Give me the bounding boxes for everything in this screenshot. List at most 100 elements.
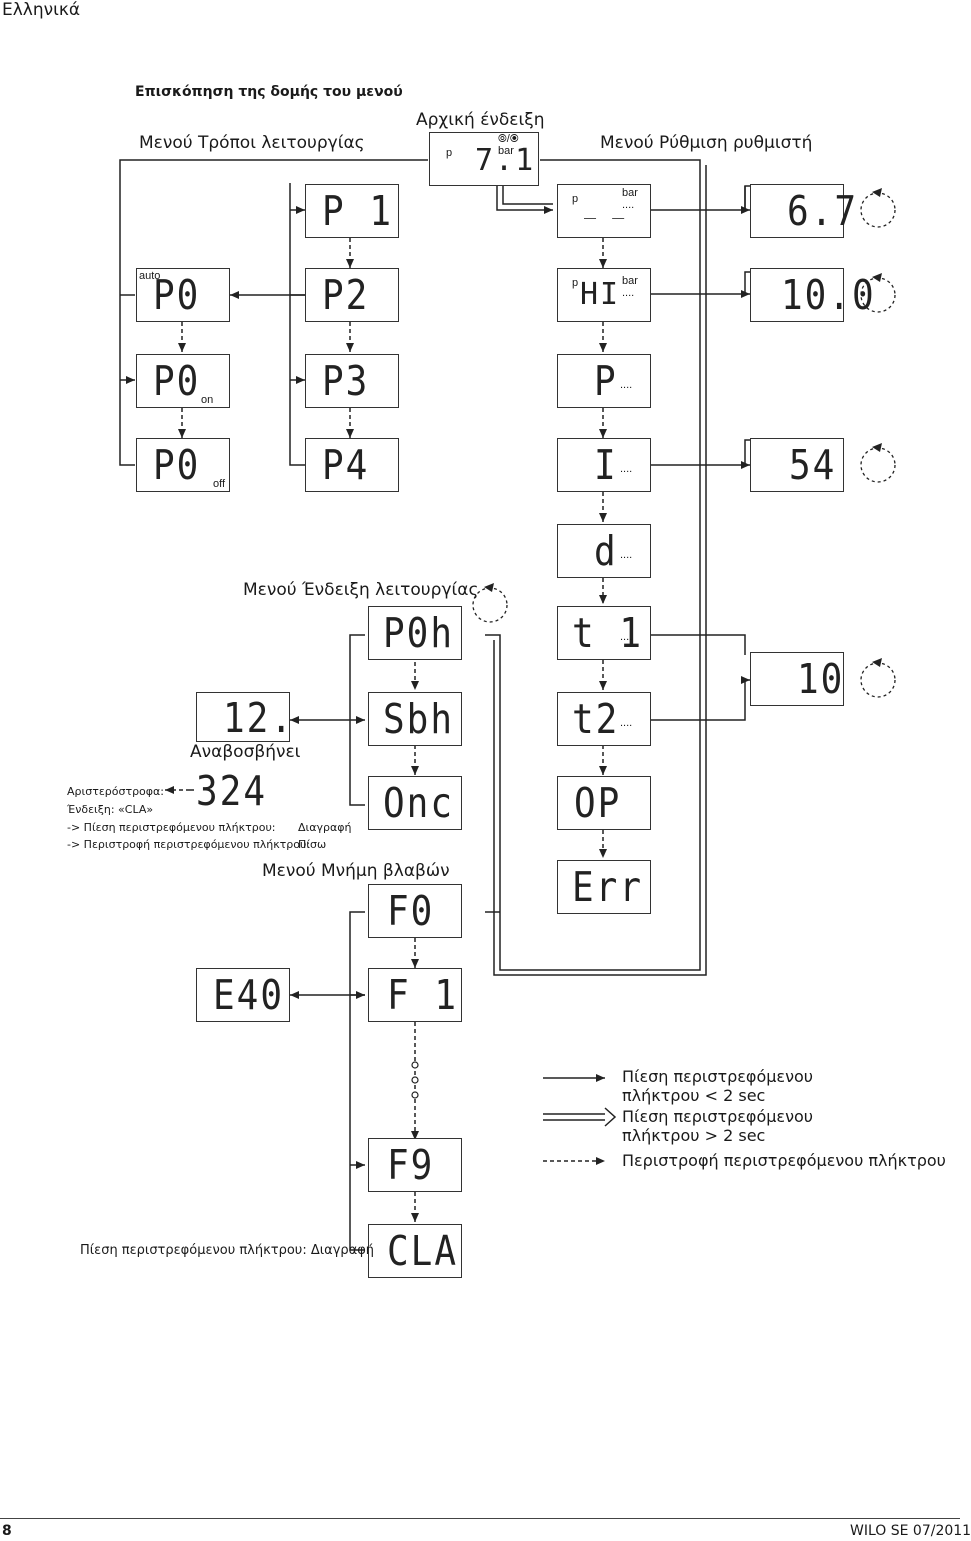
- fault-value: F9: [387, 1142, 435, 1190]
- controller-value: HI: [580, 277, 621, 312]
- mode-box-off: P0 off: [136, 438, 230, 492]
- operation-box-324: 324: [196, 768, 290, 816]
- value-box-10: 10: [750, 652, 844, 706]
- unit-tag: bar: [622, 275, 638, 287]
- pressure-tag: p: [572, 193, 579, 205]
- legend-long-line2: πλήκτρου > 2 sec: [622, 1126, 766, 1145]
- mode-box-p4: P4: [305, 438, 399, 492]
- pump-mode-icon: ⦾/⦿: [498, 133, 519, 145]
- dots: ....: [620, 631, 633, 643]
- operation-box-12: 12.: [196, 692, 292, 742]
- blinks-label: Αναβοσβήνει: [190, 742, 301, 762]
- auto-tag: auto: [139, 270, 161, 282]
- operation-box-p0h: P0h: [368, 606, 462, 660]
- mode-value: P2: [322, 272, 370, 320]
- dots: ....: [620, 379, 633, 391]
- note-rotate-action: Πίσω: [298, 838, 327, 851]
- operation-box-onc: Onc: [368, 776, 462, 830]
- legend-long-line1: Πίεση περιστρεφόμενου: [622, 1107, 814, 1126]
- initial-value: 7.1: [475, 143, 536, 178]
- note-rotate-line: -> Περιστροφή περιστρεφόμενου πλήκτρου:: [67, 838, 311, 851]
- label-operating-modes: Μενού Τρόποι λειτουργίας: [139, 133, 365, 153]
- controller-value: I: [594, 442, 618, 490]
- controller-box-err: Err: [557, 860, 651, 914]
- value-box-54: 54: [750, 438, 844, 492]
- mode-box-p2: P2: [305, 268, 399, 322]
- legend-rotate: Περιστροφή περιστρεφόμενου πλήκτρου: [622, 1151, 946, 1170]
- page-header: Ελληνικά: [2, 0, 81, 20]
- mode-box-on: P0 on: [136, 354, 230, 408]
- legend-short-line1: Πίεση περιστρεφόμενου: [622, 1067, 814, 1086]
- note-bottom-press: Πίεση περιστρεφόμενου πλήκτρου: Διαγραφή: [80, 1243, 375, 1258]
- controller-value: _ _: [584, 195, 627, 219]
- unit-tag: bar: [498, 145, 514, 157]
- dots: ....: [622, 199, 635, 211]
- controller-value: P: [594, 358, 618, 406]
- note-press-action: Διαγραφή: [298, 821, 352, 834]
- operation-value: 324: [196, 768, 268, 816]
- fault-box-f9: F9: [368, 1138, 462, 1192]
- setpoint-value: 6.7: [787, 188, 859, 236]
- mode-value: P0: [153, 358, 201, 406]
- controller-box-t1: t 1 ....: [557, 606, 651, 660]
- label-initial-display: Αρχική ένδειξη: [416, 110, 545, 130]
- fault-box-e40: E40: [196, 968, 290, 1022]
- controller-box-p: P ....: [557, 354, 651, 408]
- mode-value: P4: [322, 442, 370, 490]
- mode-value: P0: [153, 272, 201, 320]
- pressure-tag: p: [572, 277, 579, 289]
- dots: ....: [620, 463, 633, 475]
- page-number: 8: [2, 1523, 12, 1539]
- value-box-67: 6.7: [750, 184, 856, 238]
- mode-value: P 1: [322, 188, 394, 236]
- controller-value: t2: [572, 696, 620, 744]
- fault-value: CLA: [387, 1228, 459, 1276]
- setpoint-value: 10.0: [781, 272, 876, 320]
- controller-box-d: d ....: [557, 524, 651, 578]
- controller-box-lo: p bar .... _ _: [557, 184, 651, 238]
- legend-short-line2: πλήκτρου < 2 sec: [622, 1086, 766, 1105]
- unit-tag: bar: [622, 187, 638, 199]
- mode-box-auto: auto P0: [136, 268, 230, 322]
- operation-value: P0h: [383, 610, 455, 658]
- operation-value: Onc: [383, 780, 455, 828]
- pressure-tag: p: [446, 147, 453, 159]
- label-controller-settings: Μενού Ρύθμιση ρυθμιστή: [600, 133, 813, 153]
- controller-value: OP: [574, 780, 622, 828]
- controller-value: d: [594, 528, 618, 576]
- note-left-rotation: Αριστερόστροφα:: [67, 785, 165, 798]
- operation-box-sbh: Sbh: [368, 692, 462, 746]
- value-box-100: 10.0: [750, 268, 874, 322]
- controller-box-op: OP: [557, 776, 651, 830]
- off-tag: off: [213, 478, 226, 490]
- mode-box-p1: P 1: [305, 184, 399, 238]
- fault-box-f1: F 1: [368, 968, 462, 1022]
- controller-box-hi: p bar .... HI: [557, 268, 651, 322]
- dots: ....: [620, 717, 633, 729]
- operation-value: 12.: [223, 695, 295, 743]
- diagram-title: Επισκόπηση της δομής του μενού: [135, 84, 403, 100]
- dots: ....: [622, 287, 635, 299]
- fault-value: E40: [213, 972, 285, 1020]
- controller-value: Err: [572, 864, 644, 912]
- footer-rule: [0, 1518, 960, 1519]
- on-tag: on: [201, 394, 214, 406]
- setpoint-value: 54: [789, 442, 837, 490]
- note-display-cla: Ένδειξη: «CLA»: [67, 803, 154, 816]
- controller-box-i: I ....: [557, 438, 651, 492]
- footer-brand: WILO SE 07/2011: [850, 1523, 971, 1539]
- mode-value: P3: [322, 358, 370, 406]
- initial-display-box: p ⦾/⦿ bar 7.1: [429, 132, 539, 186]
- fault-box-cla: CLA: [368, 1224, 462, 1278]
- mode-box-p3: P3: [305, 354, 399, 408]
- operation-value: Sbh: [383, 696, 455, 744]
- controller-box-t2: t2 ....: [557, 692, 651, 746]
- note-press-line: -> Πίεση περιστρεφόμενου πλήκτρου:: [67, 821, 276, 834]
- fault-value: F0: [387, 888, 435, 936]
- label-operation-display: Μενού Ένδειξη λειτουργίας: [243, 580, 479, 600]
- controller-value: t 1: [572, 610, 644, 658]
- fault-box-f0: F0: [368, 884, 462, 938]
- mode-value: P0: [153, 442, 201, 490]
- setpoint-value: 10: [797, 656, 845, 704]
- dots: ....: [620, 549, 633, 561]
